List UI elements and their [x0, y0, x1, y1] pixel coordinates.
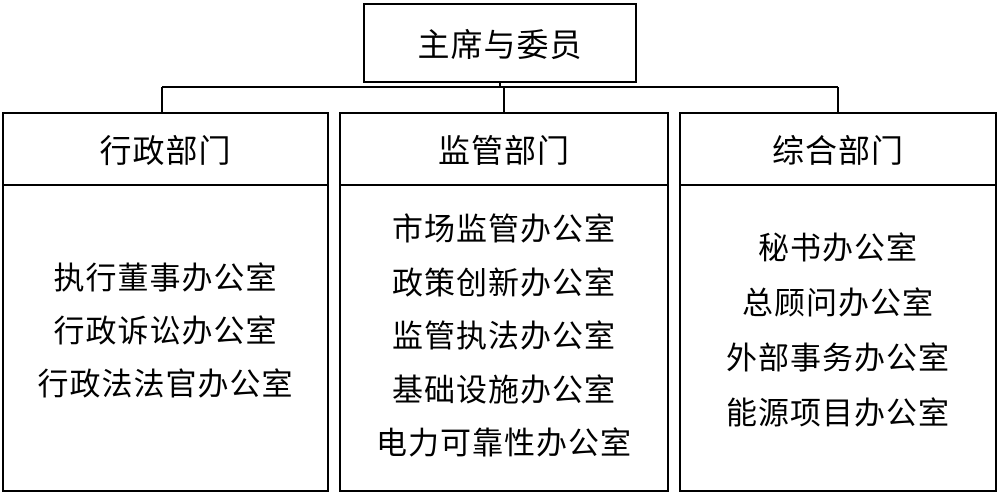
- office-item: 基础设施办公室: [392, 372, 616, 409]
- office-item: 能源项目办公室: [726, 396, 950, 432]
- office-item: 总顾问办公室: [742, 286, 934, 322]
- general-department-box: 综合部门 秘书办公室 总顾问办公室 外部事务办公室 能源项目办公室: [679, 112, 997, 492]
- office-list: 秘书办公室 总顾问办公室 外部事务办公室 能源项目办公室: [681, 186, 995, 490]
- department-title: 综合部门: [681, 114, 995, 186]
- chairman-commissioners-box: 主席与委员: [363, 3, 637, 83]
- office-item: 秘书办公室: [758, 231, 918, 267]
- department-title: 监管部门: [341, 114, 667, 186]
- office-item: 市场监管办公室: [392, 212, 616, 249]
- administrative-department-box: 行政部门 执行董事办公室 行政诉讼办公室 行政法法官办公室: [2, 112, 329, 492]
- office-item: 外部事务办公室: [726, 341, 950, 377]
- office-item: 行政诉讼办公室: [53, 313, 278, 350]
- office-item: 行政法法官办公室: [37, 366, 294, 403]
- office-item: 政策创新办公室: [392, 265, 616, 302]
- office-list: 执行董事办公室 行政诉讼办公室 行政法法官办公室: [4, 186, 327, 490]
- office-item: 电力可靠性办公室: [376, 426, 632, 463]
- office-item: 执行董事办公室: [53, 260, 278, 297]
- regulatory-department-box: 监管部门 市场监管办公室 政策创新办公室 监管执法办公室 基础设施办公室 电力可…: [339, 112, 669, 492]
- chairman-commissioners-label: 主席与委员: [417, 26, 583, 64]
- office-list: 市场监管办公室 政策创新办公室 监管执法办公室 基础设施办公室 电力可靠性办公室: [341, 186, 667, 490]
- department-title: 行政部门: [4, 114, 327, 186]
- office-item: 监管执法办公室: [392, 319, 616, 356]
